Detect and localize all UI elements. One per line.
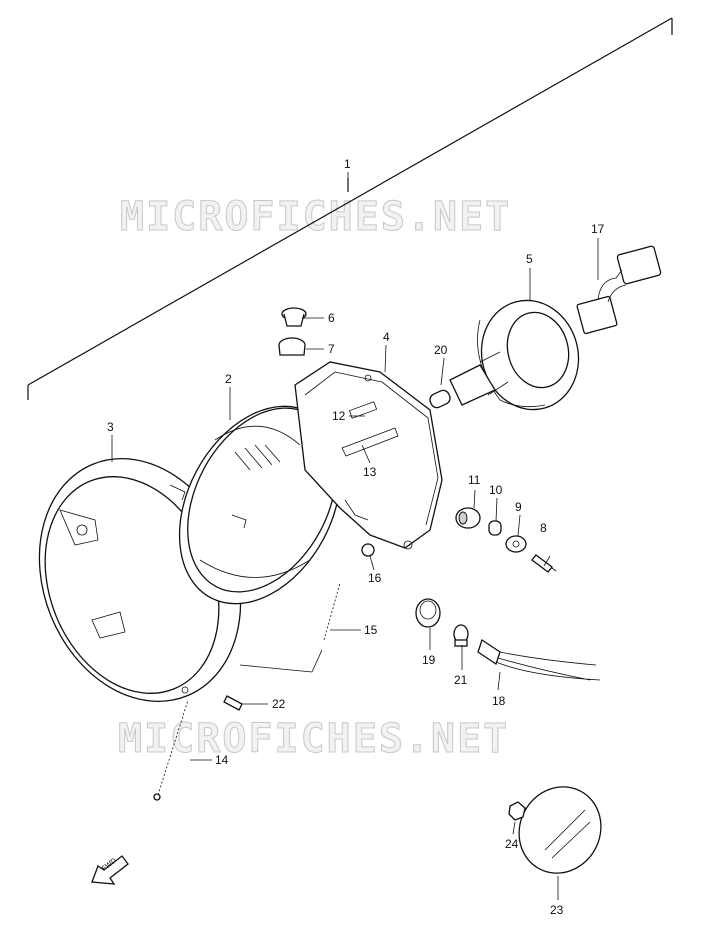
callout-24: 24 xyxy=(505,837,519,851)
callout-17: 17 xyxy=(591,222,605,236)
callout-13: 13 xyxy=(363,465,377,479)
callout-7: 7 xyxy=(328,342,335,356)
bulb-21 xyxy=(453,624,469,647)
lens-unit xyxy=(178,405,342,605)
connector xyxy=(576,245,662,335)
callout-2: 2 xyxy=(225,372,232,386)
callout-20: 20 xyxy=(434,343,448,357)
clip-16 xyxy=(361,543,375,557)
fwd-arrow-icon: FWD xyxy=(91,855,129,885)
screw-22 xyxy=(223,695,243,711)
callout-23: 23 xyxy=(550,903,564,917)
callout-8: 8 xyxy=(540,521,547,535)
grommet-6 xyxy=(281,307,307,327)
socket-18 xyxy=(477,638,601,681)
callout-12: 12 xyxy=(332,409,346,423)
screw-8 xyxy=(531,554,557,573)
screw-14 xyxy=(153,699,189,801)
callout-19: 19 xyxy=(422,653,436,667)
callout-1: 1 xyxy=(344,157,351,171)
callout-14: 14 xyxy=(215,753,229,767)
leader-lines xyxy=(111,172,599,900)
callout-6: 6 xyxy=(328,311,335,325)
callout-3: 3 xyxy=(107,420,114,434)
callout-18: 18 xyxy=(492,694,506,708)
spacer-10 xyxy=(488,520,502,536)
watermark-top: MICROFICHES.NET xyxy=(120,194,511,240)
callout-labels: 1 2 3 4 5 6 7 8 9 10 11 12 13 14 15 16 1… xyxy=(107,157,605,917)
callout-11: 11 xyxy=(468,473,481,487)
callout-21: 21 xyxy=(454,673,468,687)
callout-5: 5 xyxy=(526,252,533,266)
grommet-19 xyxy=(415,598,441,628)
watermark-bottom: MICROFICHES.NET xyxy=(118,716,509,762)
spring-15 xyxy=(239,582,341,673)
grommet-7 xyxy=(278,337,306,356)
washer-9 xyxy=(505,535,527,553)
adjuster-11 xyxy=(455,507,481,529)
callout-9: 9 xyxy=(515,500,522,514)
housing-bracket xyxy=(294,361,443,550)
callout-10: 10 xyxy=(489,483,503,497)
callout-15: 15 xyxy=(364,623,378,637)
nut-24 xyxy=(508,801,526,821)
callout-4: 4 xyxy=(383,330,390,344)
callout-16: 16 xyxy=(368,571,382,585)
socket-cover xyxy=(477,299,580,411)
assembly-bracket xyxy=(27,17,673,400)
headlight-bulb xyxy=(429,351,509,409)
cap-23 xyxy=(518,786,602,874)
callout-22: 22 xyxy=(272,697,286,711)
